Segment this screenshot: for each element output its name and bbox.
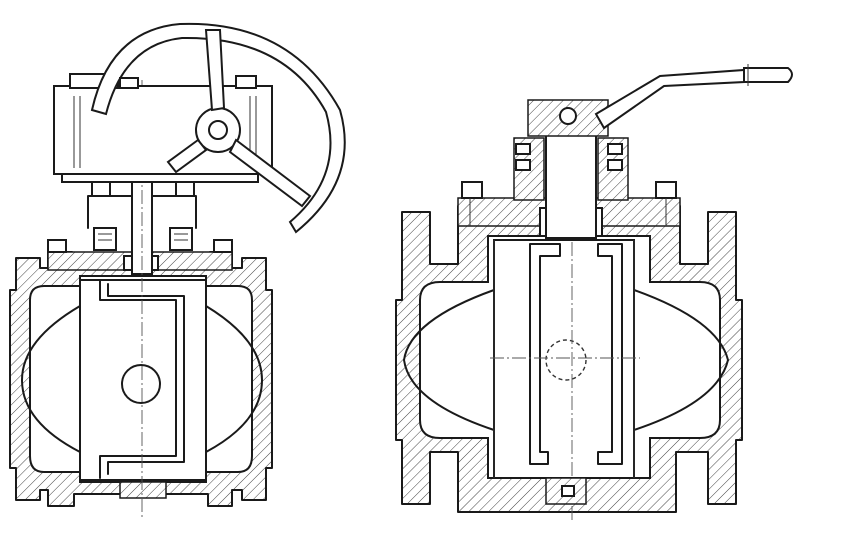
- handwheel-hub-bore: [208, 120, 228, 140]
- left-gland-bolts: [47, 227, 233, 253]
- left-port-left: [21, 305, 81, 453]
- left-plug-bore: [121, 364, 161, 404]
- left-gearbox-flange: [61, 173, 259, 183]
- right-stem-pin: [559, 107, 577, 125]
- right-cover-bolts: [461, 181, 677, 226]
- right-port-right: [633, 289, 729, 431]
- right-view-lever-valve: [395, 64, 793, 520]
- left-plug-liner: [99, 279, 177, 479]
- handwheel-spoke-left: [166, 138, 208, 174]
- right-plug-port-hidden: [545, 339, 587, 381]
- left-plug: [79, 279, 207, 481]
- gearbox-bolt: [119, 77, 139, 89]
- left-bottom-boss: [119, 481, 167, 499]
- right-gland-studs: [515, 143, 623, 171]
- right-plug-liner-r: [597, 243, 623, 465]
- left-yoke-nut-right: [175, 181, 195, 197]
- right-bottom-stud: [561, 485, 575, 497]
- left-view-gear-valve: [9, 22, 346, 520]
- lever-arm: [594, 68, 745, 130]
- left-yoke-nut-left: [91, 181, 111, 197]
- handwheel-rim: [90, 22, 346, 234]
- right-plug-liner: [529, 243, 561, 465]
- lever-grip: [743, 67, 793, 83]
- left-plug-liner-outer: [107, 283, 185, 475]
- right-stem: [545, 127, 597, 239]
- handwheel-spoke-up: [204, 29, 226, 112]
- left-gearbox-top-cap-2: [235, 75, 257, 89]
- right-plug: [493, 239, 635, 479]
- right-port-left: [403, 289, 495, 431]
- left-port-right: [205, 305, 263, 453]
- handwheel-spoke-down: [228, 138, 312, 208]
